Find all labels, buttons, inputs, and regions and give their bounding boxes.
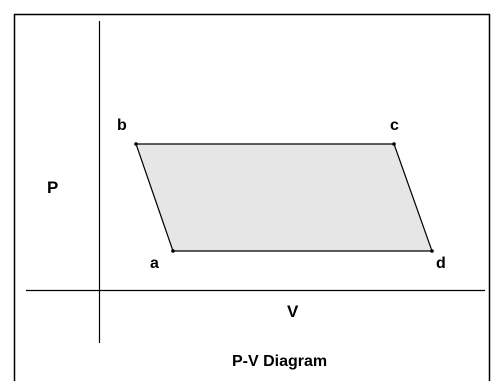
point-a-marker: [171, 249, 175, 253]
cycle-region: [135, 143, 433, 252]
point-b-marker: [134, 142, 138, 146]
point-c-label: c: [390, 117, 399, 134]
y-axis-label: P: [47, 178, 58, 197]
point-d-marker: [430, 249, 434, 253]
point-b-label: b: [117, 117, 127, 134]
x-axis-label: V: [287, 302, 299, 321]
point-a-label: a: [150, 255, 159, 272]
point-d-label: d: [436, 255, 446, 272]
frame-border: [13, 13, 491, 381]
diagram-caption: P-V Diagram: [232, 353, 327, 370]
point-c-marker: [392, 142, 396, 146]
